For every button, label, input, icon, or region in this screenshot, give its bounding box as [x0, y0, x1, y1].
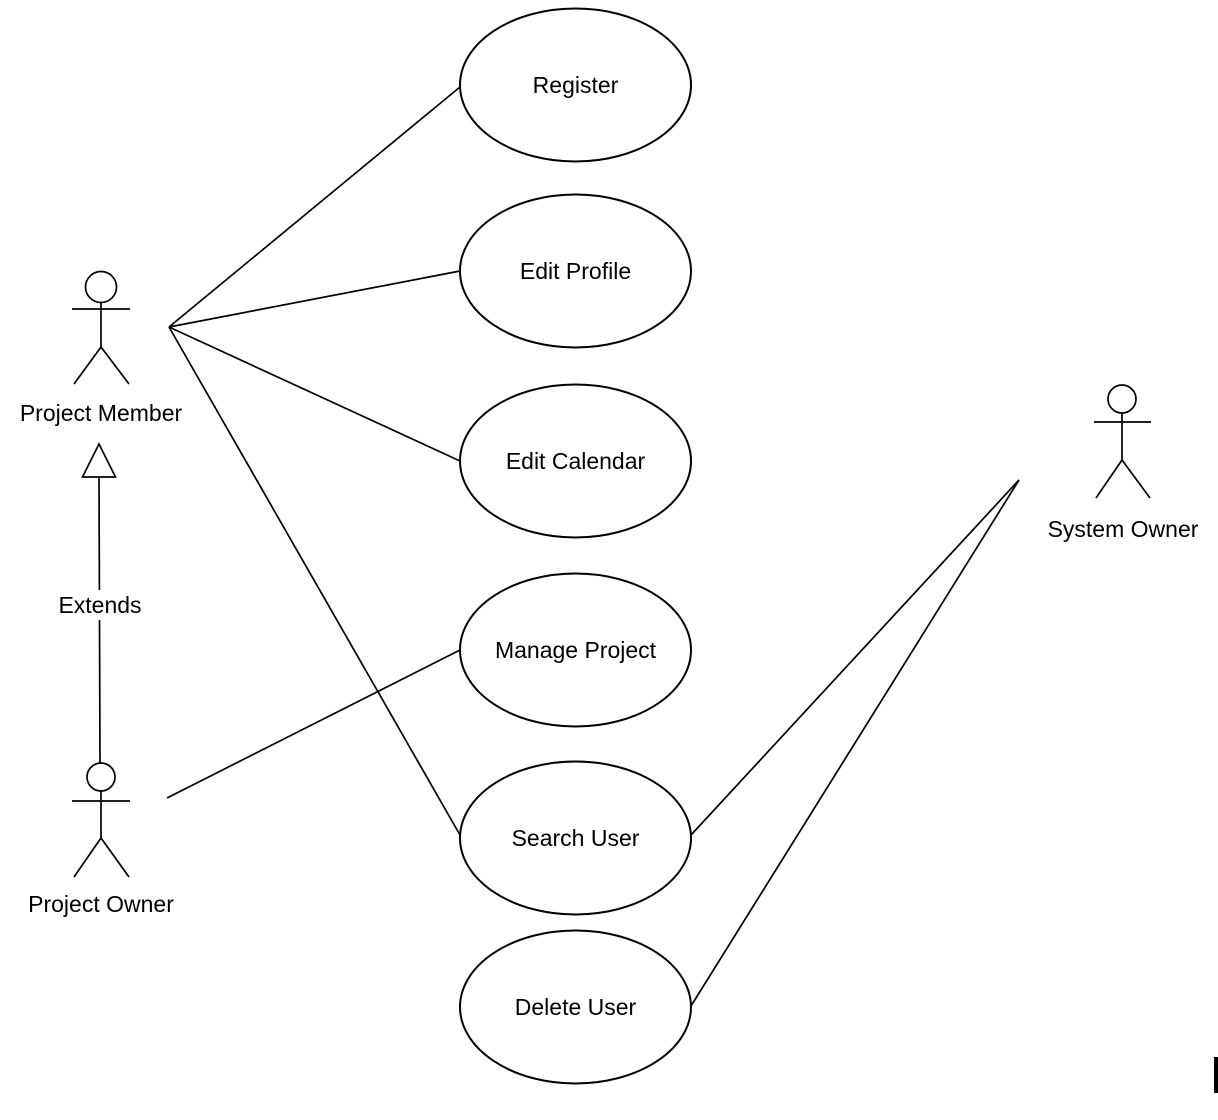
use-case-label-edit-profile: Edit Profile — [520, 258, 631, 284]
actor-label-project-member: Project Member — [20, 400, 183, 426]
use-case-label-edit-calendar: Edit Calendar — [506, 448, 646, 474]
actor-head-icon — [1107, 384, 1137, 414]
extends-label: Extends — [58, 592, 141, 618]
use-case-register[interactable]: Register — [459, 7, 692, 163]
edge-project-owner-manage-project[interactable] — [166, 649, 461, 799]
edge-project-member-search-user[interactable] — [168, 326, 461, 836]
actor-leg-left — [73, 837, 102, 878]
use-case-ellipse — [459, 193, 692, 349]
generalization-project-owner-to-project-member[interactable]: Extends — [54, 442, 146, 764]
actor-system-owner[interactable]: System Owner — [1048, 384, 1199, 542]
use-case-label-manage-project: Manage Project — [495, 637, 657, 663]
actor-label-system-owner: System Owner — [1048, 516, 1199, 542]
use-case-label-search-user: Search User — [512, 825, 640, 851]
actor-leg-right — [100, 346, 130, 385]
use-case-manage-project[interactable]: Manage Project — [459, 572, 692, 728]
actor-leg-right — [1121, 459, 1151, 499]
use-case-edit-profile[interactable]: Edit Profile — [459, 193, 692, 349]
actor-leg-left — [73, 346, 102, 385]
association-edges — [166, 86, 1020, 1007]
extends-label-background — [54, 590, 146, 620]
use-case-delete-user[interactable]: Delete User — [459, 929, 692, 1085]
edge-project-member-edit-calendar[interactable] — [168, 326, 461, 462]
actor-leg-right — [100, 837, 130, 878]
actor-label-project-owner: Project Owner — [28, 891, 174, 917]
use-case-ellipse — [459, 929, 692, 1085]
actor-project-member[interactable]: Project Member — [20, 270, 183, 427]
text-cursor-artifact — [1214, 1057, 1218, 1093]
use-case-search-user[interactable]: Search User — [459, 760, 692, 916]
actor-leg-left — [1095, 459, 1123, 499]
edge-system-owner-search-user[interactable] — [690, 479, 1020, 836]
edge-system-owner-delete-user[interactable] — [690, 479, 1020, 1007]
use-case-edit-calendar[interactable]: Edit Calendar — [459, 383, 692, 539]
edge-project-member-register[interactable] — [168, 86, 461, 328]
use-case-ellipse — [459, 572, 692, 728]
actor-project-owner[interactable]: Project Owner — [28, 762, 174, 917]
actor-head-icon — [86, 762, 116, 792]
edge-project-member-edit-profile[interactable] — [168, 270, 461, 328]
use-case-label-register: Register — [533, 72, 619, 98]
use-case-label-delete-user: Delete User — [515, 994, 637, 1020]
use-case-ellipse — [459, 7, 692, 163]
actor-head-icon — [84, 270, 118, 304]
hollow-triangle-arrowhead-icon — [81, 442, 117, 478]
use-case-ellipse — [459, 383, 692, 539]
use-case-ellipse — [459, 760, 692, 916]
